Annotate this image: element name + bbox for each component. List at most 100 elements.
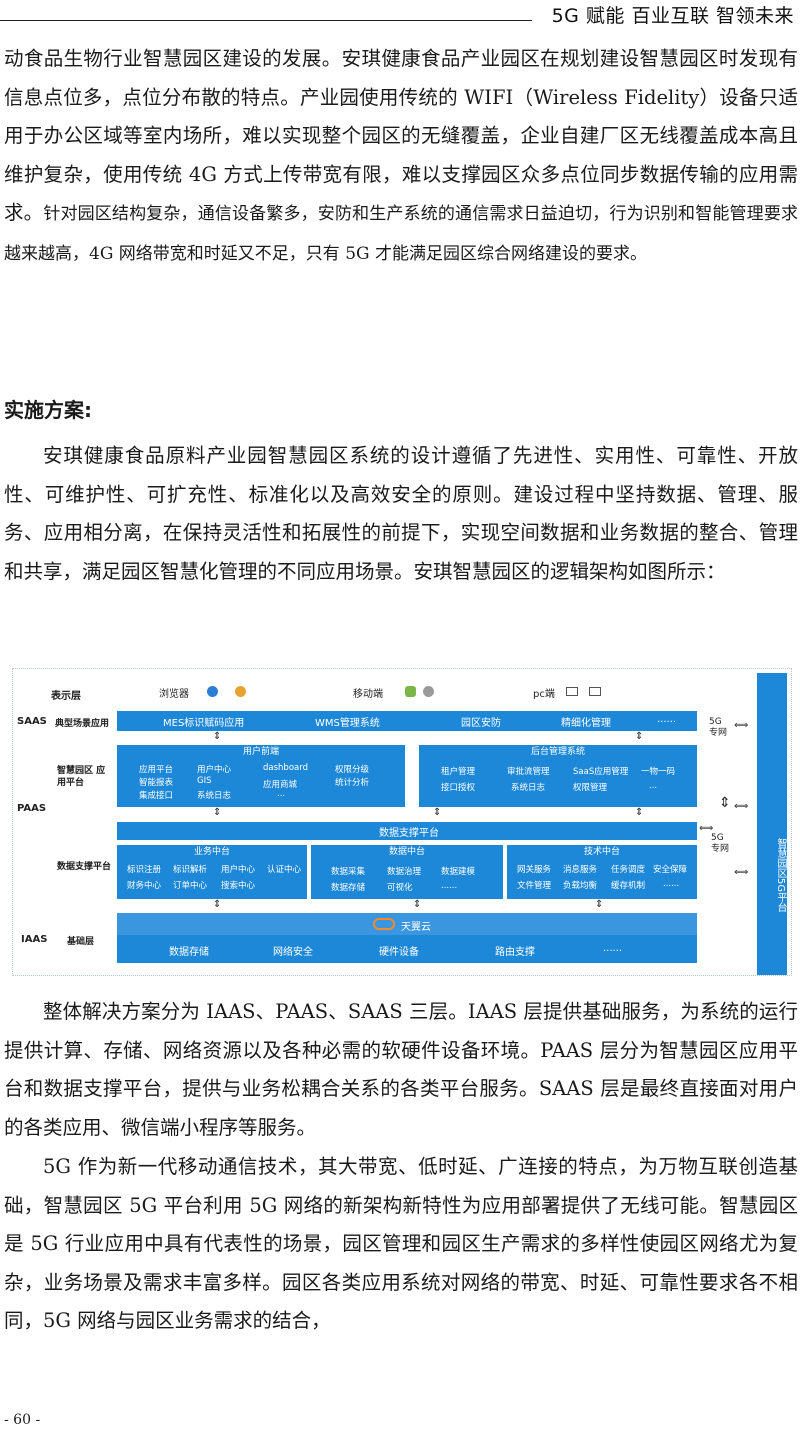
tech-center-box: 技术中台 网关服务 消息服务 任务调度 安全保障 文件管理 负载均衡 缓存机制 … — [507, 845, 697, 899]
user-front-item: 统计分析 — [335, 778, 370, 788]
arrow-icon: ⟺ — [734, 720, 749, 731]
backend-item: 接口授权 — [441, 783, 476, 793]
data-center-item: 数据建模 — [441, 867, 476, 877]
pc-label: pc端 — [533, 689, 555, 700]
backend-item: SaaS应用管理 — [573, 767, 629, 777]
iaas-item: 路由支撑 — [495, 947, 535, 958]
tech-item: 文件管理 — [517, 881, 552, 891]
backend-item: 系统日志 — [511, 783, 546, 793]
iaas-item: 数据存储 — [169, 947, 209, 958]
user-front-item: GIS — [197, 776, 212, 786]
tech-item: 消息服务 — [563, 865, 598, 875]
cloud-icon — [373, 918, 395, 930]
user-front-item: 应用商城 — [263, 780, 298, 790]
business-item: 订单中心 — [173, 881, 208, 891]
tech-item: 负载均衡 — [563, 881, 598, 891]
user-front-item: 应用平台 — [139, 765, 174, 775]
apple-icon — [423, 686, 434, 697]
business-item: 搜索中心 — [221, 881, 256, 891]
browser-label: 浏览器 — [159, 689, 189, 700]
business-item: 标识注册 — [127, 865, 162, 875]
arrow-icon: ⇕ — [433, 807, 442, 818]
saas-item: MES标识赋码应用 — [163, 718, 245, 729]
saas-tier-label: SAAS — [17, 716, 47, 727]
backend-item: ... — [649, 781, 658, 791]
business-item: 标识解析 — [173, 865, 208, 875]
paragraph-intro: 动食品生物行业智慧园区建设的发展。安琪健康食品产业园区在规划建设智慧园区时发现有… — [4, 40, 798, 274]
backend-item: 一物一码 — [641, 767, 676, 777]
data-center-box: 数据中台 数据采集 数据治理 数据建模 数据存储 可视化 ...... — [311, 845, 503, 899]
data-center-item: 数据治理 — [387, 867, 422, 877]
saas-item: ...... — [657, 714, 677, 725]
tech-center-title: 技术中台 — [583, 847, 620, 857]
data-support-label: 数据支撑平台 — [57, 862, 112, 872]
paas-app-label: 智慧园区 应用平台 — [57, 766, 106, 788]
section-heading: 实施方案: — [4, 398, 92, 422]
arrow-icon: ⇕ — [635, 807, 644, 818]
user-front-title: 用户前端 — [242, 747, 279, 757]
net-5g-mid: 5G 专网 — [711, 833, 730, 854]
paragraph-design: 安琪健康食品原料产业园智慧园区系统的设计遵循了先进性、实用性、可靠性、开放性、可… — [4, 444, 798, 583]
paragraph-intro-main: 动食品生物行业智慧园区建设的发展。安琪健康食品产业园区在规划建设智慧园区时发现有… — [4, 47, 798, 225]
backend-item: 权限管理 — [573, 783, 608, 793]
iaas-bar: 天翼云 数据存储 网络安全 硬件设备 路由支撑 ...... — [117, 913, 697, 963]
iaas-item: 硬件设备 — [379, 947, 419, 958]
tech-item: 任务调度 — [611, 865, 646, 875]
header-rule — [0, 20, 532, 21]
chrome-browser-icon — [235, 686, 246, 697]
data-center-item: ...... — [441, 881, 458, 891]
user-front-item: ... — [277, 789, 286, 799]
business-item: 财务中心 — [127, 881, 162, 891]
architecture-diagram: 表示层 浏览器 移动端 pc端 SAAS 典型场景应用 MES标识赋码应用 WM… — [12, 668, 792, 976]
arrow-icon: ⟺ — [734, 867, 749, 878]
arrow-icon: ⇕ — [213, 731, 222, 742]
net-5g-top: 5G 专网 — [709, 717, 728, 738]
iaas-tier-label: IAAS — [21, 934, 48, 945]
mobile-label: 移动端 — [353, 689, 383, 700]
backend-title: 后台管理系统 — [530, 747, 585, 757]
user-front-item: 用户中心 — [197, 765, 232, 775]
laptop-icon — [566, 687, 578, 696]
iaas-layer-label: 基础层 — [67, 937, 95, 947]
arrow-icon: ⇕ — [213, 807, 222, 818]
tech-item: 安全保障 — [653, 865, 688, 875]
saas-item: 园区安防 — [461, 718, 501, 729]
arrow-icon: ⟺ — [734, 801, 749, 812]
business-item: 认证中心 — [267, 865, 302, 875]
arrow-icon: ⇕ — [213, 899, 222, 910]
data-center-title: 数据中台 — [388, 847, 425, 857]
data-platform-bar: 数据支撑平台 — [117, 822, 697, 840]
data-center-item: 数据采集 — [331, 867, 366, 877]
user-front-item: 系统日志 — [197, 791, 232, 801]
user-front-item: 权限分级 — [335, 765, 370, 775]
saas-item: 精细化管理 — [561, 718, 611, 729]
user-front-item: 智能报表 — [139, 778, 174, 788]
saas-layer-label: 典型场景应用 — [55, 719, 110, 729]
iaas-item: ...... — [603, 943, 623, 954]
cloud-strip — [117, 913, 697, 935]
data-platform-title: 数据支撑平台 — [379, 828, 439, 839]
tech-item: 缓存机制 — [611, 881, 646, 891]
saas-item: WMS管理系统 — [315, 718, 380, 729]
data-center-item: 可视化 — [387, 883, 413, 893]
arrow-icon: ⟺ — [699, 823, 714, 834]
tech-item: 网关服务 — [517, 865, 552, 875]
paragraph-5g: 5G 作为新一代移动通信技术，其大带宽、低时延、广连接的特点，为万物互联创造基础… — [4, 1155, 798, 1333]
user-front-box: 用户前端 应用平台 用户中心 dashboard 权限分级 智能报表 GIS 应… — [117, 745, 405, 807]
business-center-box: 业务中台 标识注册 标识解析 用户中心 认证中心 财务中心 订单中心 搜索中心 — [117, 845, 307, 899]
business-center-title: 业务中台 — [193, 847, 230, 857]
paas-tier-label: PAAS — [17, 803, 47, 814]
platform-5g-bar: 智慧园区5G平台 — [757, 673, 787, 975]
presentation-layer-label: 表示层 — [51, 691, 81, 702]
arrow-icon: ⇕ — [719, 795, 731, 811]
header-title: 5G 赋能 百业互联 智领未来 — [551, 5, 794, 27]
saas-bar: MES标识赋码应用 WMS管理系统 园区安防 精细化管理 ...... — [117, 711, 697, 731]
tech-item: ...... — [663, 879, 680, 889]
business-item: 用户中心 — [221, 865, 256, 875]
backend-box: 后台管理系统 租户管理 审批流管理 SaaS应用管理 一物一码 接口授权 系统日… — [419, 745, 697, 807]
ie-browser-icon — [207, 686, 218, 697]
paragraph-intro-small: 针对园区结构复杂，通信设备繁多，安防和生产系统的通信需求日益迫切，行为识别和智能… — [4, 204, 798, 264]
desktop-icon — [589, 687, 601, 696]
data-center-item: 数据存储 — [331, 883, 366, 893]
paragraph-layers: 整体解决方案分为 IAAS、PAAS、SAAS 三层。IAAS 层提供基础服务，… — [4, 1000, 798, 1139]
